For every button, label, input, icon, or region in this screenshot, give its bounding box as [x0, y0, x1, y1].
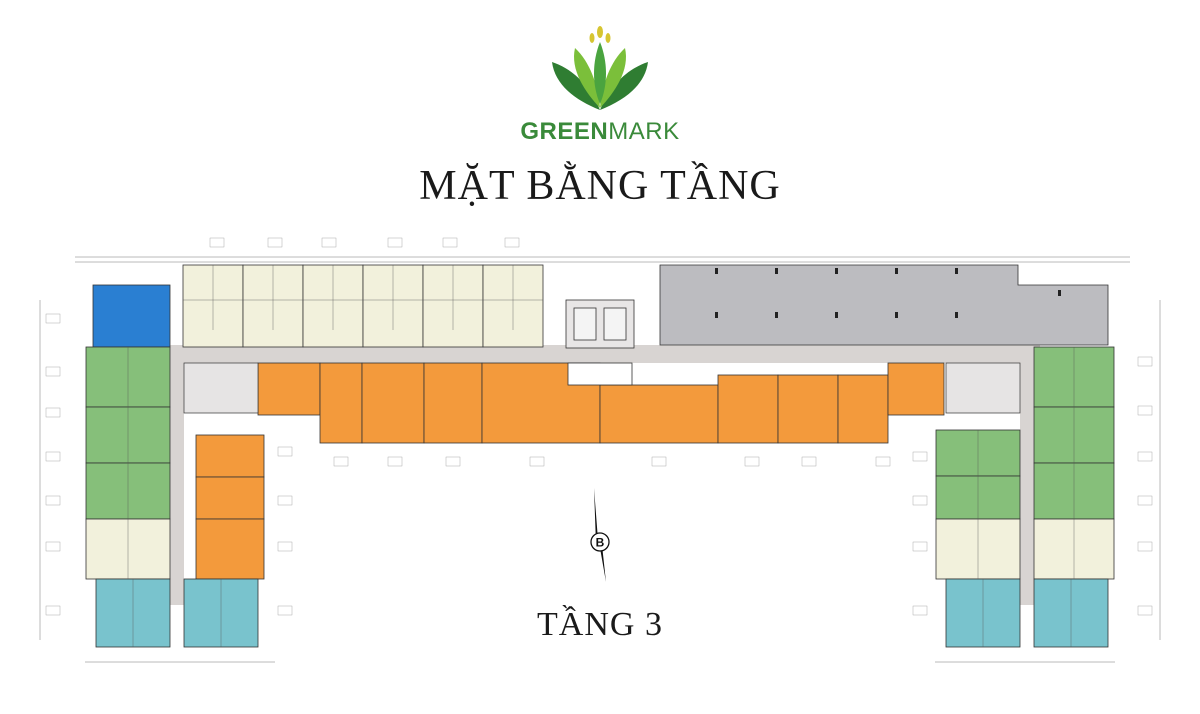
center-stair-core: [565, 299, 635, 349]
corridor: [170, 345, 1040, 605]
compass-letter: B: [596, 536, 605, 550]
logo-leaf-left-outer: [552, 62, 600, 110]
retail-strip: [257, 362, 945, 444]
parking-columns: [715, 268, 1061, 318]
logo-bud-1: [597, 26, 603, 38]
logo-leaf-center: [594, 42, 606, 104]
unit-tags: [45, 237, 1153, 616]
page-title: MẶT BẰNG TẦNG: [419, 163, 781, 209]
side-cores: [183, 362, 1021, 414]
top-row-interior-lines: [183, 265, 543, 330]
greenmark-logo-icon: [552, 26, 648, 110]
logo-leaf-left-inner: [574, 48, 600, 108]
unit-partitions: [127, 347, 1075, 647]
logo-leaf-right-outer: [600, 62, 648, 110]
top-apartment-row: [182, 264, 544, 348]
left-tower: [85, 284, 259, 648]
compass-needle: [594, 488, 606, 582]
retail-atrium: [567, 362, 633, 386]
logo-leaf-right-inner: [600, 48, 626, 108]
brand-name-part2: MARK: [608, 118, 680, 145]
compass-circle: [590, 532, 610, 552]
floor-label: TẦNG 3: [537, 606, 663, 643]
compass-icon: B: [590, 488, 610, 582]
logo-bud-3: [605, 33, 611, 43]
brand-name: GREENMARK: [0, 118, 1200, 146]
dimension-lines: [39, 256, 1161, 663]
parking-area: [659, 264, 1109, 346]
stair-blue-block: [92, 284, 171, 348]
logo-bud-2: [589, 33, 595, 43]
left-wing-retail: [195, 434, 265, 580]
brand-name-part1: GREEN: [520, 118, 609, 145]
